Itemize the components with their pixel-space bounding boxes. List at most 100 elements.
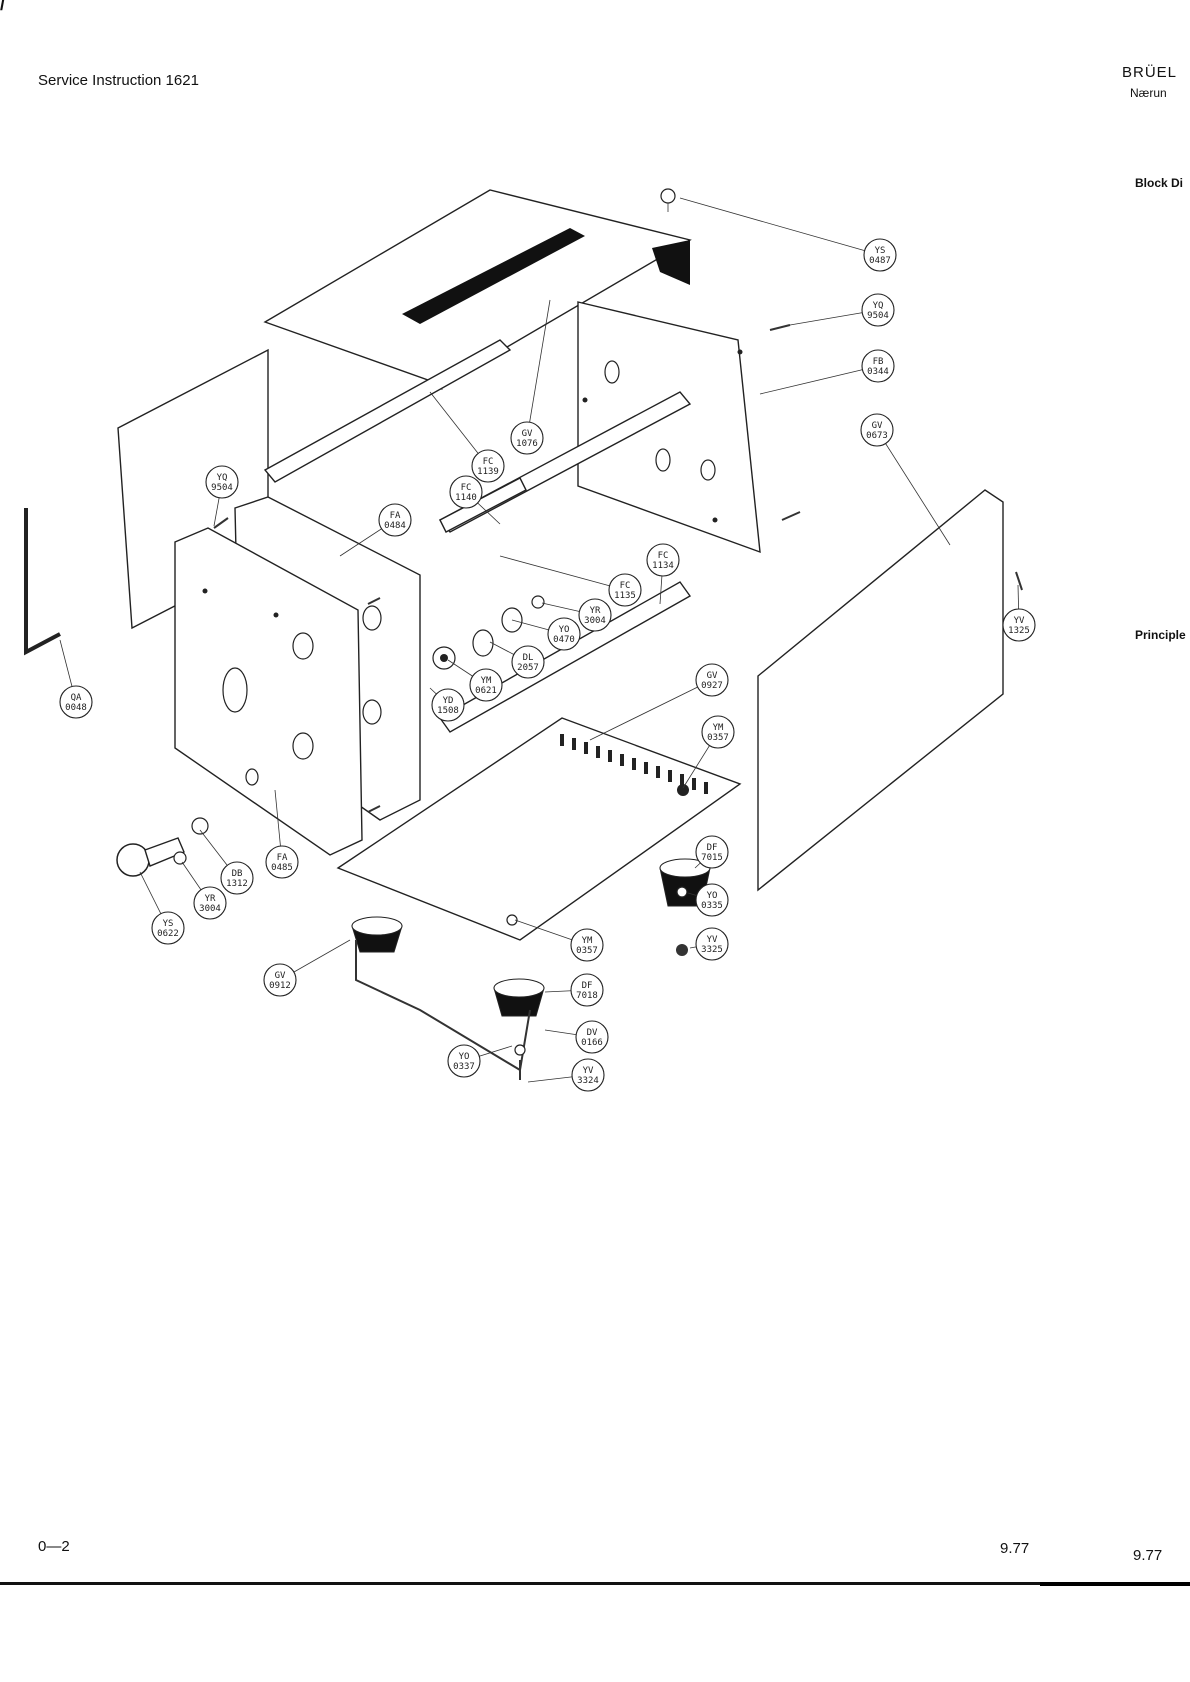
part-code: FC <box>658 551 669 561</box>
part-code: YD <box>443 696 454 706</box>
part-code: GV <box>275 971 286 981</box>
hex-key <box>24 508 61 656</box>
part-code: YS <box>875 246 886 256</box>
rear-panel <box>577 301 761 554</box>
part-labels: YS0487YQ9504FB0344GV0673GV1076FC1139YQ95… <box>59 238 1036 1092</box>
part-label-circle <box>571 1058 605 1092</box>
rail-short <box>439 477 527 533</box>
right-side-cover <box>757 489 1004 892</box>
part-number: 3004 <box>584 616 606 626</box>
part-label-circle <box>646 543 680 577</box>
part-number: 0337 <box>453 1062 475 1072</box>
part-label-circle <box>193 886 227 920</box>
part-code: YO <box>459 1052 470 1062</box>
part-number: 0912 <box>269 981 291 991</box>
part-label-circle <box>447 1044 481 1078</box>
part-label-circle <box>511 645 545 679</box>
part-code: YM <box>582 936 593 946</box>
part-label-circle <box>431 688 465 722</box>
revision-date-right: 9.77 <box>1133 1547 1163 1564</box>
document-title: Service Instruction 1621 <box>38 72 199 89</box>
part-code: GV <box>872 421 883 431</box>
part-code: DL <box>523 653 534 663</box>
part-number: 1140 <box>455 493 477 503</box>
footer-rule-thick <box>1040 1582 1190 1586</box>
part-code: YM <box>481 676 492 686</box>
part-label-circle <box>265 845 299 879</box>
part-code: YV <box>707 935 718 945</box>
part-label-circle <box>695 883 729 917</box>
part-number: 1325 <box>1008 626 1030 636</box>
part-code: YM <box>713 723 724 733</box>
leader-line <box>679 197 881 256</box>
revision-date-left: 9.77 <box>1000 1540 1030 1557</box>
part-number: 0485 <box>271 863 293 873</box>
part-code: QA <box>71 693 82 703</box>
vent-slots <box>560 734 708 794</box>
part-number: 0335 <box>701 901 723 911</box>
part-number: 3004 <box>199 904 221 914</box>
footer-rule <box>0 1582 1190 1585</box>
part-code: YV <box>1014 616 1025 626</box>
leader-line <box>499 555 626 591</box>
brand-location: Nærun <box>1130 86 1167 100</box>
part-label-circle <box>205 465 239 499</box>
part-label-circle <box>570 928 604 962</box>
front-panel <box>174 527 363 856</box>
part-number: 0484 <box>384 521 406 531</box>
part-code: DF <box>707 843 718 853</box>
part-number: 0487 <box>869 256 891 266</box>
part-code: GV <box>522 429 533 439</box>
part-code: GV <box>707 671 718 681</box>
part-label-circle <box>608 573 642 607</box>
knob <box>116 843 150 877</box>
part-code: FA <box>390 511 401 521</box>
part-number: 0927 <box>701 681 723 691</box>
part-label-circle <box>449 475 483 509</box>
part-code: YO <box>707 891 718 901</box>
part-number: 0673 <box>866 431 888 441</box>
part-label-circle <box>151 911 185 945</box>
side-heading-block-diagram: Block Di <box>1135 176 1184 190</box>
part-label-circle <box>578 598 612 632</box>
part-number: 3325 <box>701 945 723 955</box>
part-label-circle <box>695 927 729 961</box>
part-number: 0622 <box>157 929 179 939</box>
part-code: FA <box>277 853 288 863</box>
part-label-circle <box>861 349 895 383</box>
part-label-circle <box>547 617 581 651</box>
brand-name: BRÜEL <box>1122 64 1178 81</box>
part-label-circle <box>378 503 412 537</box>
part-number: 7018 <box>576 991 598 1001</box>
part-label-circle <box>861 293 895 327</box>
part-code: DB <box>232 869 243 879</box>
part-code: FC <box>461 483 472 493</box>
part-code: FB <box>873 357 884 367</box>
leader-line <box>526 299 551 439</box>
part-number: 1139 <box>477 467 499 477</box>
part-label-circle <box>471 449 505 483</box>
part-number: 2057 <box>517 663 539 673</box>
corner-mark: / <box>0 0 6 14</box>
